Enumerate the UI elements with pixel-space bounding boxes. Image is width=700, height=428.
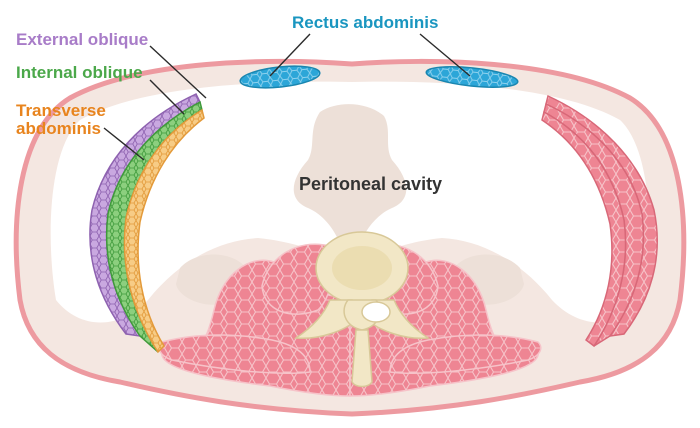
peritoneal-cavity-label: Peritoneal cavity xyxy=(299,174,443,194)
right-lateral-muscles xyxy=(541,94,658,348)
external-oblique-label: External oblique xyxy=(16,30,149,49)
vertebra xyxy=(293,231,431,388)
right-lower-back-muscle xyxy=(389,334,542,374)
mesentery-shadow xyxy=(293,104,407,244)
spinal-canal xyxy=(361,301,391,323)
transverse-abdominis-leader xyxy=(103,127,145,161)
rectus-leader-right xyxy=(419,33,471,77)
transverse-abdominis-label-line1: Transverse xyxy=(16,101,106,120)
left-lower-back-muscle xyxy=(158,334,311,374)
right-rectus-abdominis xyxy=(425,66,519,88)
rectus-abdominis-label: Rectus abdominis xyxy=(292,13,439,32)
internal-oblique-leader xyxy=(149,79,185,115)
transverse-abdominis-muscle xyxy=(123,108,205,354)
internal-oblique-label: Internal oblique xyxy=(16,63,143,82)
transverse-abdominis-label: Transverse abdominis xyxy=(16,102,106,138)
leader-lines xyxy=(103,33,471,161)
rectus-leader-left xyxy=(269,33,311,77)
transverse-abdominis-label-line2: abdominis xyxy=(16,119,102,138)
external-oblique-leader xyxy=(149,45,207,99)
